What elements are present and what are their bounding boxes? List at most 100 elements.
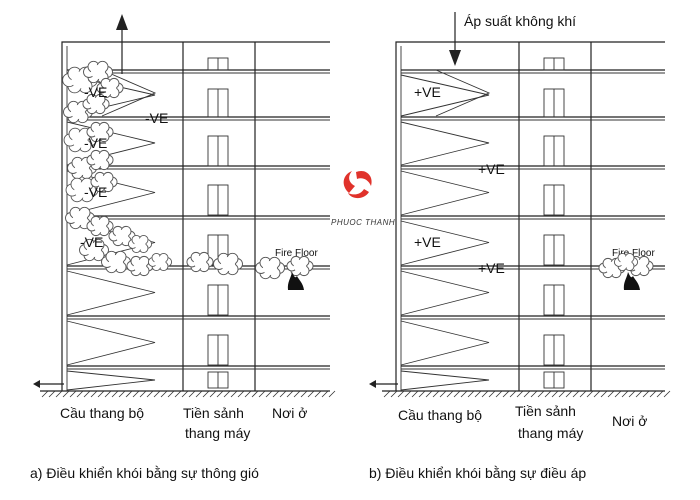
ground-hatch-line (663, 390, 671, 398)
ground-hatch-line (230, 390, 238, 398)
label-lobby-2: thang máy (518, 425, 583, 441)
smoke-core (109, 255, 123, 269)
ground-hatch-line (167, 390, 175, 398)
ventilation-wedge (400, 121, 490, 166)
ground-hatch-line (656, 390, 664, 398)
smoke-core (154, 256, 166, 268)
ground-hatch-line (460, 390, 468, 398)
ground-hatch-line (628, 390, 636, 398)
ground-hatch-line (495, 390, 503, 398)
smoke-core (93, 153, 107, 167)
ground-hatch-line (453, 390, 461, 398)
ground-hatch-line (488, 390, 496, 398)
ground-hatch (41, 390, 336, 398)
ground-hatch-line (286, 390, 294, 398)
ground-hatch-line (551, 390, 559, 398)
ventilation-wedge (66, 370, 156, 391)
ground-hatch-line (328, 390, 336, 398)
ventilation-wedge (435, 69, 491, 117)
ground-hatch-line (418, 390, 426, 398)
ground-hatch-line (104, 390, 112, 398)
smoke-clouds (62, 60, 314, 280)
ventilation-wedge (66, 320, 156, 366)
ground-hatch-line (48, 390, 56, 398)
smoke-core (193, 255, 207, 269)
ground-hatch-line (523, 390, 531, 398)
ground-hatch-line (558, 390, 566, 398)
ventilation-wedge (400, 370, 490, 391)
ve-label: +VE (478, 260, 505, 276)
ground-hatch-line (293, 390, 301, 398)
ground-hatch-line (160, 390, 168, 398)
ground-hatch-line (300, 390, 308, 398)
logo-swirl (348, 189, 369, 199)
ventilation-wedge (400, 220, 490, 266)
ventilation-wedge (400, 270, 490, 316)
smoke-core (293, 259, 307, 273)
ground-hatch-line (481, 390, 489, 398)
phuoc-thanh-logo: PHUOC THANH (331, 170, 395, 227)
ground-hatch-line (586, 390, 594, 398)
label-stair: Cầu thang bộ (398, 407, 482, 423)
ground-hatch-line (621, 390, 629, 398)
smoke-core (133, 259, 147, 273)
smoke-core (134, 238, 146, 250)
ground-hatch-line (132, 390, 140, 398)
logo-text: PHUOC THANH (331, 218, 395, 227)
ground-hatch-line (565, 390, 573, 398)
ventilation-wedge (400, 170, 490, 216)
smoke-core (221, 257, 235, 271)
ground-hatch-line (97, 390, 105, 398)
ground-hatch-line (425, 390, 433, 398)
ground-hatch-line (432, 390, 440, 398)
ground-hatch-line (265, 390, 273, 398)
label-living: Nơi ở (612, 413, 647, 429)
smoke-core (75, 161, 89, 175)
ground-hatch-line (307, 390, 315, 398)
ground-hatch-line (614, 390, 622, 398)
ground-hatch-line (600, 390, 608, 398)
ventilation-wedge (400, 74, 490, 117)
ground-hatch-line (90, 390, 98, 398)
logo-center (355, 181, 363, 189)
ground-hatch-line (279, 390, 287, 398)
elevator-doors (207, 57, 229, 389)
label-stair: Cầu thang bộ (60, 405, 144, 421)
smoke-core (93, 219, 107, 233)
ve-label: +VE (478, 161, 505, 177)
ground-hatch-line (174, 390, 182, 398)
label-lobby: Tiền sảnh (515, 403, 576, 419)
logo-swirl (343, 171, 355, 193)
ground-hatch-line (579, 390, 587, 398)
ve-label: -VE (84, 135, 107, 151)
ground-hatch-line (223, 390, 231, 398)
smoke-core (93, 125, 107, 139)
ground-hatch-line (446, 390, 454, 398)
smoke-clouds (598, 252, 654, 279)
smoke-core (91, 65, 105, 79)
ve-label: -VE (80, 234, 103, 250)
smoke-core (71, 105, 85, 119)
pressurization-wedges (400, 69, 491, 391)
fire-flame-icon (287, 272, 304, 290)
ground-hatch-line (502, 390, 510, 398)
ground-hatch-line (607, 390, 615, 398)
ve-label: -VE (84, 84, 107, 100)
ground-hatch-line (383, 390, 391, 398)
ground-hatch-line (181, 390, 189, 398)
building-outline (395, 41, 665, 391)
ground-hatch-line (139, 390, 147, 398)
ground-hatch-line (404, 390, 412, 398)
ground-hatch-line (125, 390, 133, 398)
ve-label: -VE (145, 110, 168, 126)
ground-hatch-line (467, 390, 475, 398)
smoke-core (72, 132, 88, 148)
label-living: Nơi ở (272, 405, 307, 421)
smoke-core (89, 97, 103, 111)
ground-hatch-line (397, 390, 405, 398)
ground-hatch-line (411, 390, 419, 398)
ve-label: -VE (84, 184, 107, 200)
caption-b: b) Điều khiển khói bằng sự điều áp (369, 465, 586, 481)
floor-slabs (401, 69, 665, 370)
caption-a: a) Điều khiển khói bằng sự thông gió (30, 465, 259, 481)
